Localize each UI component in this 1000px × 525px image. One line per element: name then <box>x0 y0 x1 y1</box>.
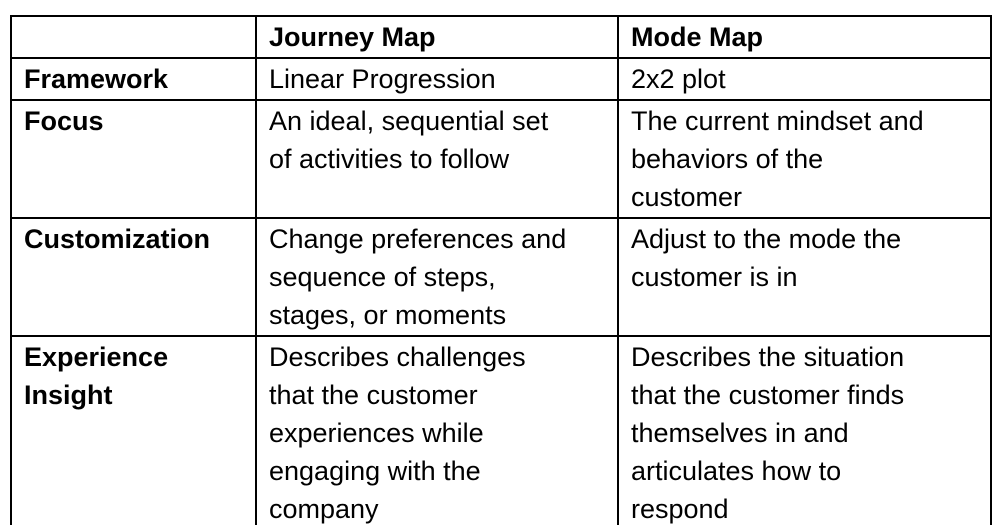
cell-customization-mode: Adjust to the mode the customer is in <box>617 217 992 337</box>
cell-experience-journey: Describes challenges that the customer e… <box>255 335 619 525</box>
row-label-focus: Focus <box>10 99 257 219</box>
cell-experience-mode: Describes the situation that the custome… <box>617 335 992 525</box>
table-row-focus: Focus An ideal, sequential set of activi… <box>10 99 992 219</box>
row-label-experience-insight: Experience Insight <box>10 335 257 525</box>
comparison-table: Journey Map Mode Map Framework Linear Pr… <box>10 15 992 525</box>
cell-framework-journey: Linear Progression <box>255 57 619 101</box>
header-empty-cell <box>10 15 257 59</box>
cell-focus-mode: The current mindset and behaviors of the… <box>617 99 992 219</box>
cell-focus-journey: An ideal, sequential set of activities t… <box>255 99 619 219</box>
row-label-framework: Framework <box>10 57 257 101</box>
header-row: Journey Map Mode Map <box>10 15 992 59</box>
table-row-customization: Customization Change preferences and seq… <box>10 217 992 337</box>
table-row-framework: Framework Linear Progression 2x2 plot <box>10 57 992 101</box>
table-row-experience-insight: Experience Insight Describes challenges … <box>10 335 992 525</box>
cell-customization-journey: Change preferences and sequence of steps… <box>255 217 619 337</box>
header-mode-map: Mode Map <box>617 15 992 59</box>
cell-framework-mode: 2x2 plot <box>617 57 992 101</box>
row-label-customization: Customization <box>10 217 257 337</box>
header-journey-map: Journey Map <box>255 15 619 59</box>
